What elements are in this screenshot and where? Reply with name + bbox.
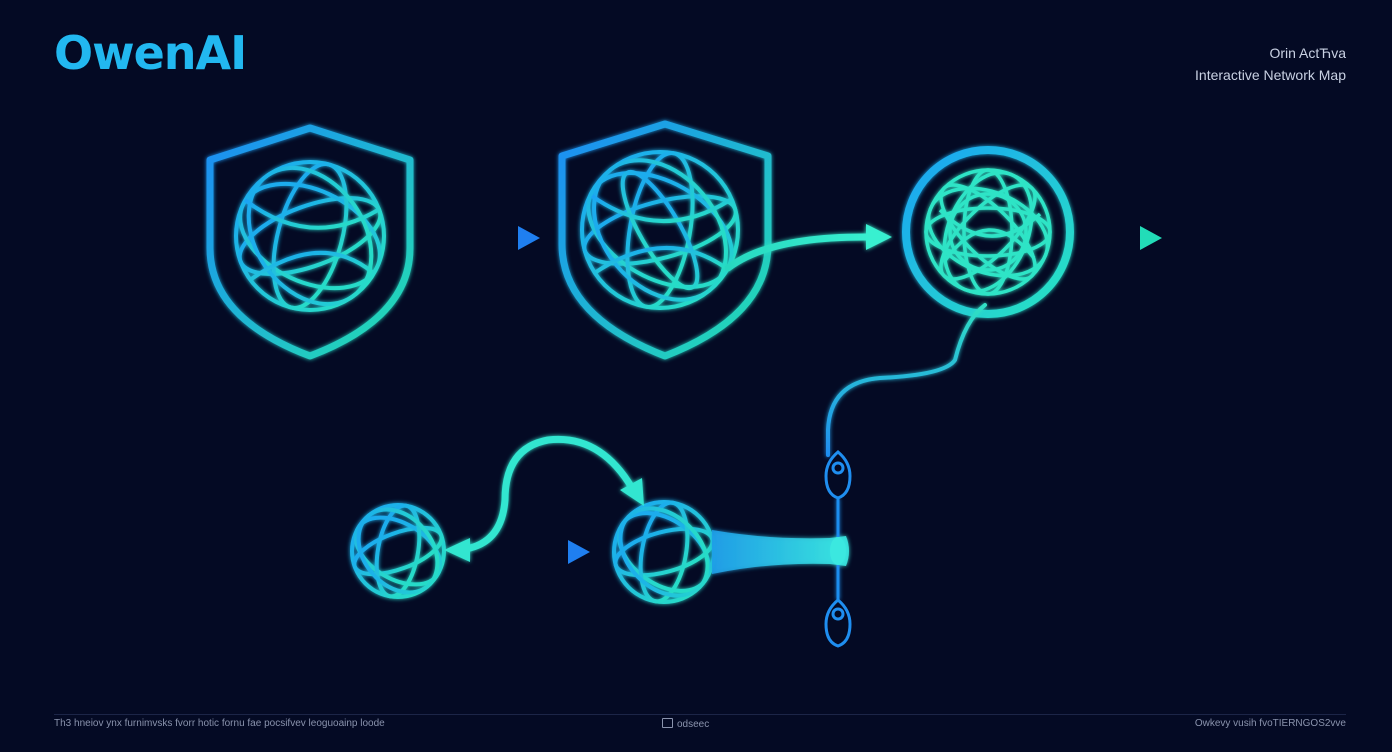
globe-icon bbox=[612, 500, 716, 604]
connector-drop-line bbox=[826, 303, 987, 457]
globe-icon bbox=[350, 503, 446, 599]
shield-globe-node-2[interactable] bbox=[558, 120, 772, 360]
eye-node-icon bbox=[824, 598, 852, 648]
brand-logo: OwenAI bbox=[54, 26, 247, 80]
globe-icon bbox=[234, 160, 386, 312]
eye-pupil-icon bbox=[831, 607, 845, 621]
eye-node-icon bbox=[824, 450, 852, 500]
ring-icon bbox=[902, 146, 1074, 318]
header-info: Orin ActЋva Interactive Network Map bbox=[1195, 42, 1346, 86]
shield-icon bbox=[206, 124, 414, 360]
footer-right-text: Owkevy vusih fvoTIERNGOS2vve bbox=[1194, 718, 1346, 729]
document-icon bbox=[662, 718, 673, 728]
ringed-globe-node[interactable] bbox=[902, 146, 1074, 318]
connector-arrow-3 bbox=[1078, 226, 1162, 250]
header-title: Orin ActЋva bbox=[1269, 45, 1346, 61]
connector-arrow-2 bbox=[724, 224, 892, 272]
eye-node-top[interactable] bbox=[824, 450, 852, 500]
shield-globe-node-1[interactable] bbox=[206, 124, 414, 360]
footer-center: odseec bbox=[662, 718, 709, 730]
connector-arrow-1 bbox=[420, 226, 540, 250]
header-subtitle: Interactive Network Map bbox=[1195, 67, 1346, 83]
shield-icon bbox=[558, 120, 772, 360]
small-globe-node-2[interactable] bbox=[603, 491, 725, 613]
footer-divider bbox=[54, 714, 1346, 715]
connector-arc-arrow bbox=[444, 435, 644, 562]
footer-center-text: odseec bbox=[677, 719, 710, 730]
globe-icon bbox=[580, 150, 740, 310]
eye-node-bottom[interactable] bbox=[824, 598, 852, 648]
connector-beam bbox=[712, 498, 849, 600]
footer-left-text: Th3 hneiov ynx furnimvsks fvorr hotic fo… bbox=[54, 718, 385, 729]
connector-arrow-4 bbox=[470, 540, 590, 564]
small-globe-node-1[interactable] bbox=[342, 494, 453, 608]
eye-pupil-icon bbox=[831, 461, 845, 475]
tangle-globe-icon bbox=[924, 168, 1052, 296]
